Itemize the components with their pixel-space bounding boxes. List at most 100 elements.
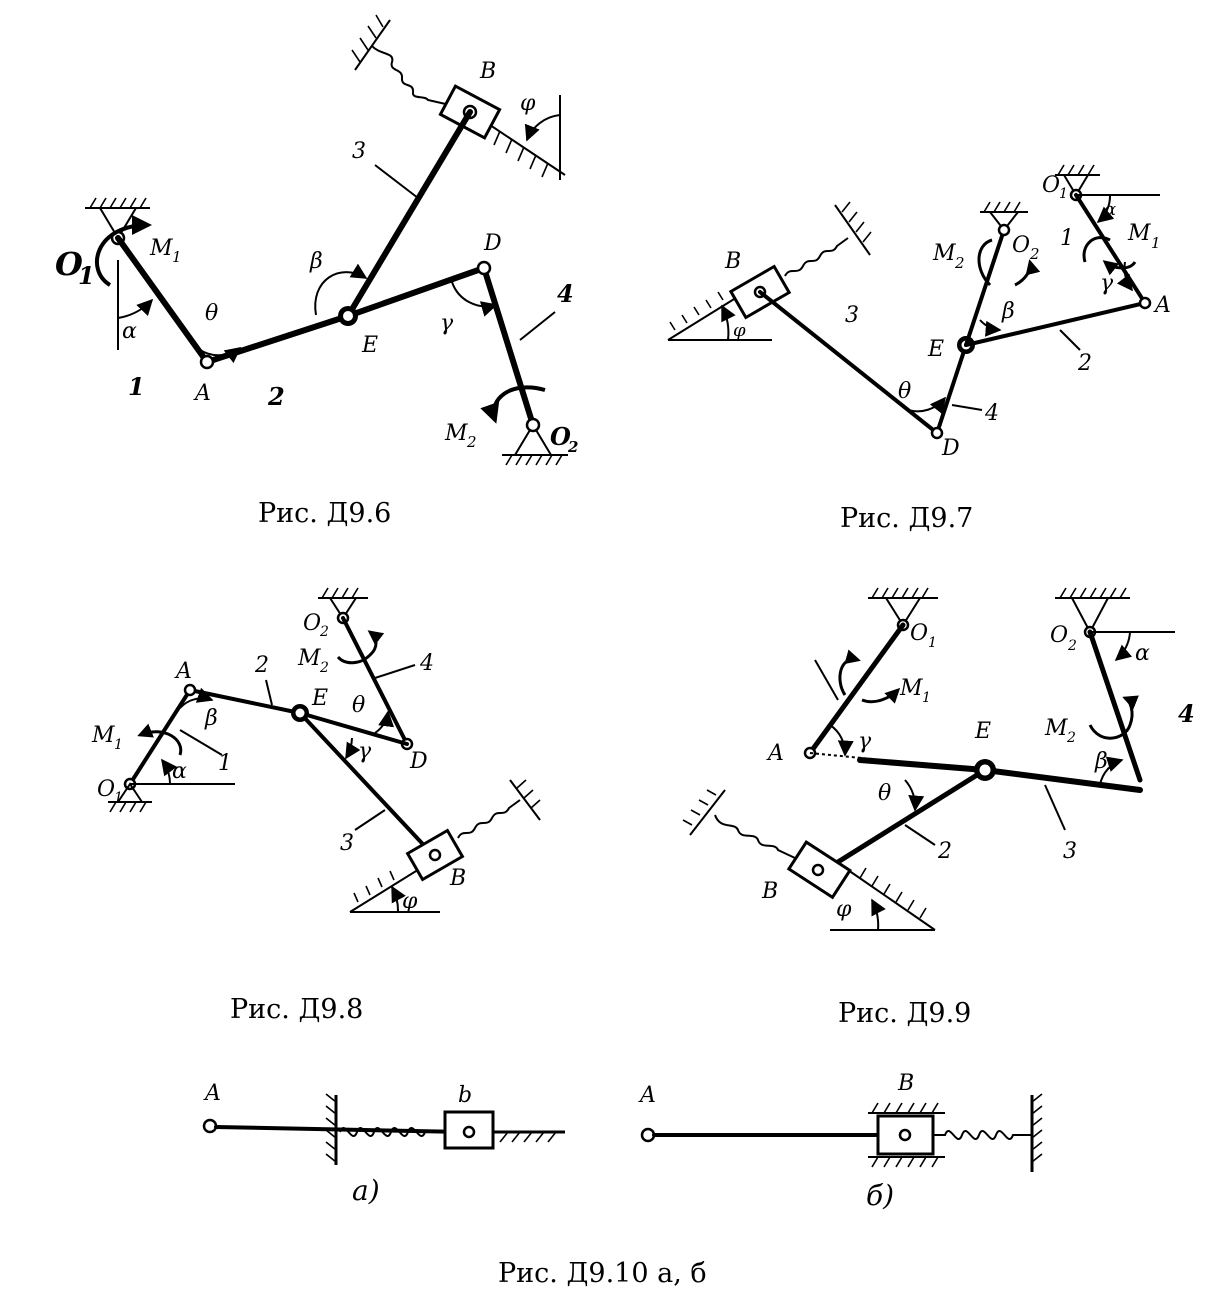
incline-surface <box>847 869 936 931</box>
link-3 <box>298 711 435 857</box>
label-sub-b: б) <box>866 1179 894 1212</box>
leader-link-4 <box>374 664 416 679</box>
label-alpha: α <box>1135 641 1150 666</box>
label-link-4: 4 <box>1178 699 1195 728</box>
figure-d9-8: O 2 D M 2 4 A 2 E θ γ β 1 <box>91 587 541 1025</box>
link-1 <box>128 688 192 786</box>
label-m2-sub: 2 <box>954 254 965 272</box>
link-3 <box>345 109 473 319</box>
label-gamma: γ <box>358 739 372 764</box>
joint-b <box>811 863 825 877</box>
label-link-2: 2 <box>267 382 285 411</box>
joint-a <box>1138 296 1152 310</box>
joint-o2 <box>525 417 541 433</box>
label-b: B <box>449 866 466 891</box>
label-link-2: 2 <box>1077 351 1092 376</box>
label-o1-sub: 1 <box>1059 186 1068 202</box>
moment-m1-arrow <box>861 687 901 704</box>
label-beta: β <box>309 249 323 274</box>
angle-beta-arc <box>979 319 1002 337</box>
angle-gamma-arc <box>345 737 361 760</box>
slider-guide <box>489 124 566 176</box>
label-link-1: 1 <box>1060 226 1074 251</box>
angle-beta-arc <box>1099 756 1124 786</box>
label-a: A <box>1153 293 1171 318</box>
leader-link-2 <box>904 824 936 846</box>
joint-d <box>930 426 944 440</box>
link-de <box>345 265 487 319</box>
caption-d9-7: Рис. Д9.7 <box>840 503 973 534</box>
moment-m2-arrow <box>480 385 546 424</box>
label-m1: M <box>149 236 173 261</box>
label-m1-sub: 1 <box>1151 234 1161 252</box>
label-link-4: 4 <box>419 651 434 676</box>
label-gamma: γ <box>858 729 872 754</box>
link-3-left <box>857 757 988 773</box>
label-o1: O <box>910 621 928 646</box>
spring-wall <box>351 14 391 71</box>
moment-m2-left <box>977 238 993 287</box>
angle-alpha-arc <box>1096 194 1115 224</box>
link-1 <box>807 622 906 756</box>
label-alpha: α <box>1104 199 1116 220</box>
label-m2-sub: 2 <box>319 660 329 676</box>
link-o2e <box>964 228 1006 347</box>
label-m1-sub: 1 <box>172 248 182 266</box>
angle-alpha-arc <box>117 298 154 319</box>
label-link-1: 1 <box>218 751 232 776</box>
label-link-4: 4 <box>984 401 999 426</box>
link-1 <box>1074 193 1147 305</box>
joint-d <box>476 260 492 276</box>
figure-d9-10: A b а) A <box>202 1071 1043 1289</box>
leader-link-3 <box>1044 784 1066 831</box>
joint-a-a <box>202 1118 218 1134</box>
angle-beta-arc <box>179 687 214 709</box>
label-link-1: 1 <box>128 372 145 401</box>
label-gamma: γ <box>440 311 454 336</box>
label-a-b: A <box>638 1083 656 1108</box>
label-m2-sub: 2 <box>1066 730 1076 746</box>
joint-a <box>199 354 215 370</box>
label-m1: M <box>91 723 115 748</box>
label-o2-sub: 2 <box>1067 638 1077 654</box>
label-d: D <box>483 231 502 256</box>
moment-m1-arrow <box>1102 260 1137 276</box>
label-d: D <box>409 749 428 774</box>
label-alpha: α <box>122 319 137 344</box>
link-1 <box>115 235 210 365</box>
angle-gamma-arc <box>451 281 498 317</box>
label-b-b: B <box>897 1071 914 1096</box>
leader-link-1 <box>179 729 223 756</box>
spring <box>784 237 849 277</box>
figure-d9-7: φ B 3 D θ 4 E 2 β <box>667 164 1171 534</box>
caption-d9-6: Рис. Д9.6 <box>258 498 391 529</box>
label-m1-sub: 1 <box>922 690 931 706</box>
moment-m2-arrow <box>336 630 385 665</box>
label-o1-sub: 1 <box>114 790 123 806</box>
label-theta: θ <box>352 693 365 718</box>
link-3 <box>982 767 1143 793</box>
leader-link-2 <box>265 679 273 706</box>
label-alpha: α <box>172 759 187 784</box>
label-beta: β <box>1001 299 1015 324</box>
angle-phi-arc <box>721 304 736 341</box>
angle-gamma-arc <box>1116 261 1133 292</box>
link-3 <box>758 290 939 435</box>
label-m2-sub: 2 <box>466 433 477 451</box>
label-beta: β <box>204 706 218 731</box>
spring-a <box>339 1127 445 1137</box>
angle-phi-arc <box>871 898 886 931</box>
label-a: A <box>766 741 784 766</box>
figure-d9-6: φ B α O 1 M 1 <box>55 14 578 529</box>
moment-m1-left <box>838 649 861 696</box>
label-o2: O <box>303 611 321 636</box>
joint-e <box>343 311 353 321</box>
label-gamma: γ <box>1100 271 1114 296</box>
spring <box>371 45 451 106</box>
label-link-3: 3 <box>1063 839 1077 864</box>
label-o2-sub: 2 <box>319 624 329 640</box>
joint-e <box>295 708 305 718</box>
label-e: E <box>311 686 328 711</box>
moment-m1-arc <box>1082 236 1111 263</box>
